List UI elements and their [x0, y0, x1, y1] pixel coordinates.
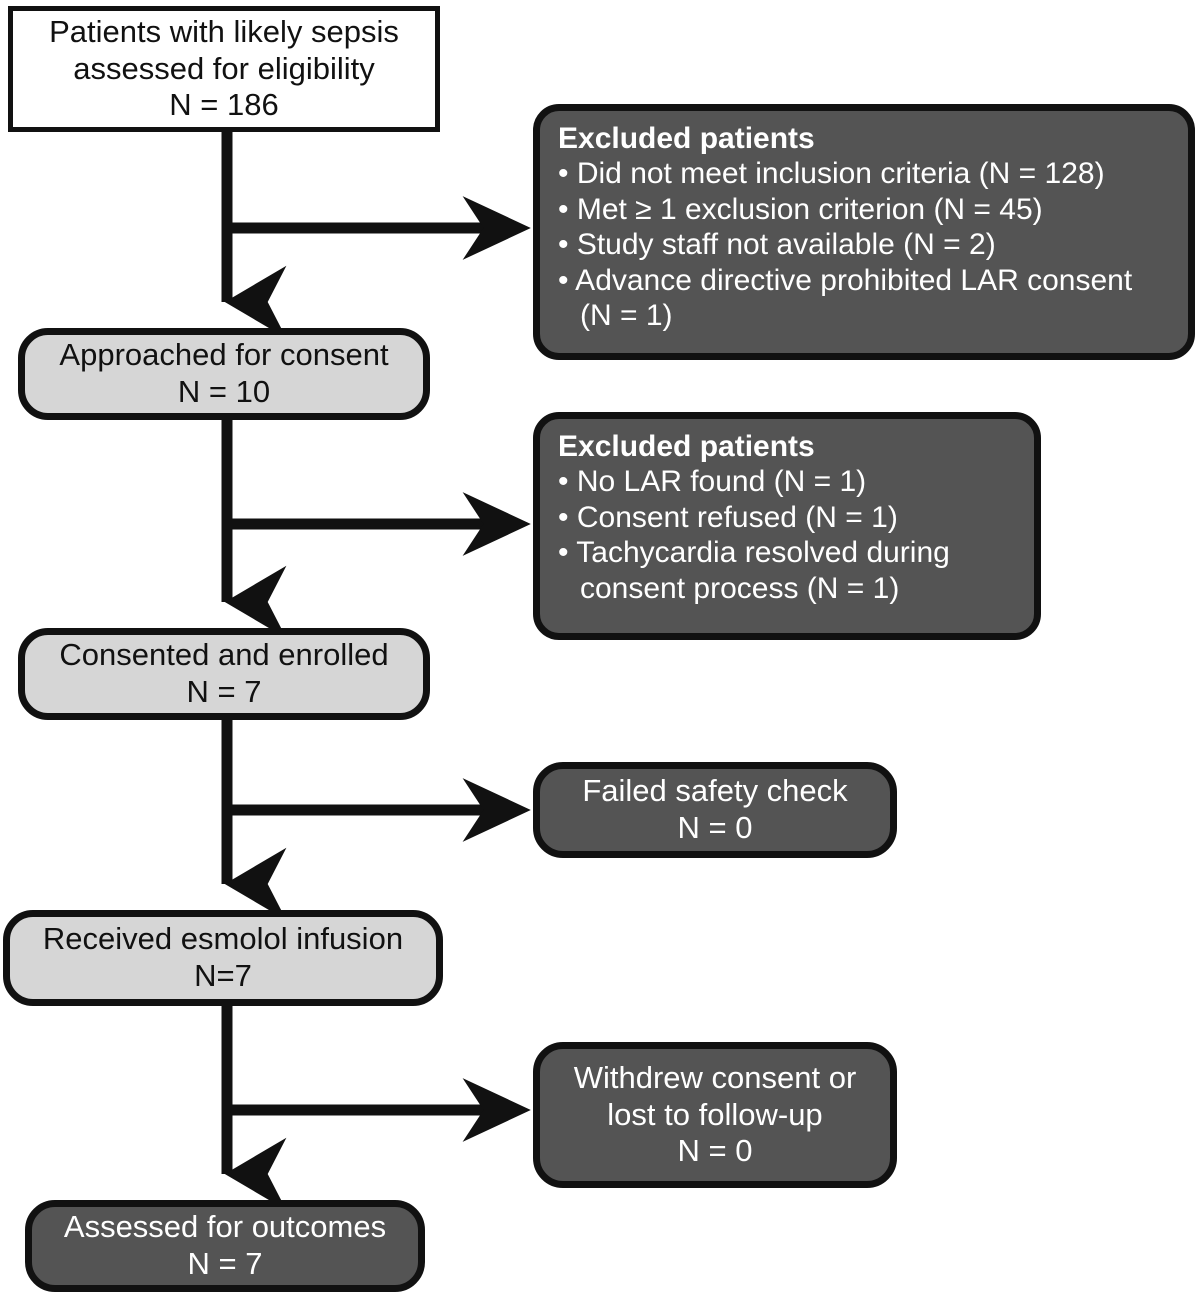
- node-count: N = 0: [677, 1133, 753, 1169]
- node-count: N = 10: [177, 374, 271, 409]
- excluded-bullet: • Met ≥ 1 exclusion criterion (N = 45): [558, 192, 1043, 226]
- excluded-heading: Excluded patients: [558, 122, 815, 155]
- node-consented-and-enrolled: Consented and enrolled N = 7: [18, 628, 430, 720]
- node-line: Failed safety check: [582, 773, 848, 809]
- excluded-bullet: • Consent refused (N = 1): [558, 500, 898, 534]
- excluded-bullet: • Did not meet inclusion criteria (N = 1…: [558, 157, 1105, 191]
- excluded-bullet: • Advance directive prohibited LAR conse…: [558, 263, 1141, 332]
- node-line: assessed for eligibility: [73, 50, 375, 86]
- excluded-bullet: • No LAR found (N = 1): [558, 465, 867, 499]
- node-line: Withdrew consent or: [573, 1060, 857, 1096]
- node-count: N = 7: [186, 674, 262, 709]
- node-line: Approached for consent: [59, 337, 389, 373]
- node-patients-screened: Patients with likely sepsis assessed for…: [8, 6, 440, 132]
- node-excluded-patients-screening: Excluded patients • Did not meet inclusi…: [533, 104, 1195, 360]
- node-received-esmolol-infusion: Received esmolol infusion N=7: [3, 910, 443, 1006]
- node-approached-for-consent: Approached for consent N = 10: [18, 328, 430, 420]
- node-line: Consented and enrolled: [59, 637, 389, 673]
- node-failed-safety-check: Failed safety check N = 0: [533, 762, 897, 858]
- excluded-bullet: • Study staff not available (N = 2): [558, 228, 996, 262]
- excluded-bullet: • Tachycardia resolved during consent pr…: [558, 536, 959, 605]
- node-count: N = 7: [187, 1246, 263, 1281]
- node-count: N = 186: [169, 87, 279, 123]
- node-line: lost to follow-up: [607, 1096, 823, 1132]
- excluded-heading: Excluded patients: [558, 430, 815, 463]
- node-line: Patients with likely sepsis: [49, 14, 399, 50]
- node-line: Received esmolol infusion: [42, 921, 404, 957]
- node-count: N = 0: [677, 810, 753, 845]
- node-withdrew-or-lost-to-followup: Withdrew consent or lost to follow-up N …: [533, 1042, 897, 1188]
- node-count: N=7: [194, 958, 252, 993]
- node-line: Assessed for outcomes: [63, 1209, 387, 1245]
- node-assessed-for-outcomes: Assessed for outcomes N = 7: [25, 1200, 425, 1292]
- node-excluded-patients-consent: Excluded patients • No LAR found (N = 1)…: [533, 412, 1041, 640]
